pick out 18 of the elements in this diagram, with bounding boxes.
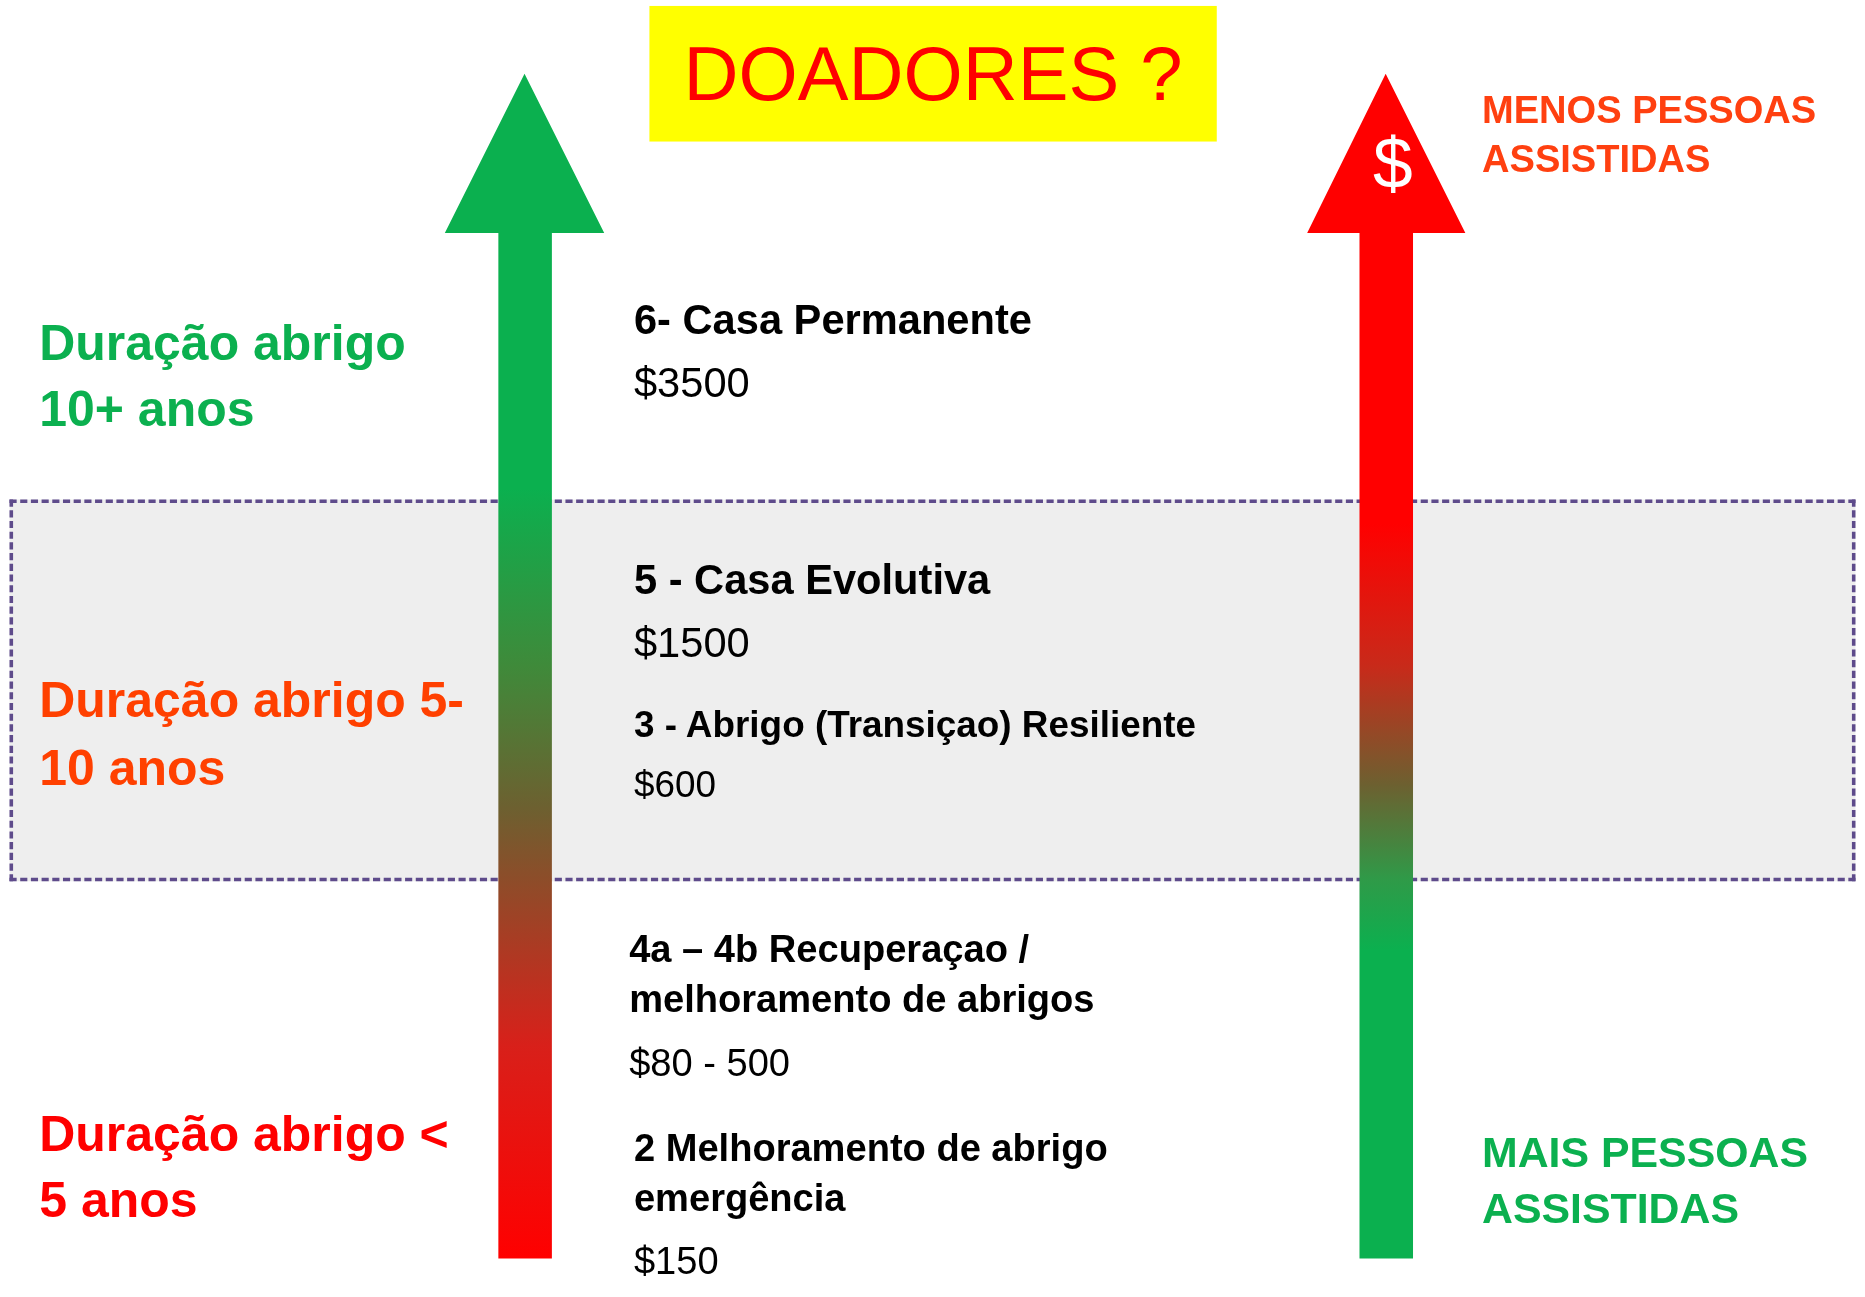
item-title: 5 - Casa Evolutiva [633, 554, 991, 604]
item-title: 4a – 4b Recuperaçao / melhoramento de abrigos [629, 926, 1096, 1023]
item-title: 3 - Abrigo (Transiçao) Resiliente [633, 703, 1197, 748]
cost-note: MENOS PESSOAS ASSISTIDAS [1482, 87, 1818, 183]
duration-label: Duração abrigo 10+ anos [39, 314, 407, 439]
price-label: $600 [633, 762, 716, 808]
price-label: $150 [633, 1238, 719, 1285]
title-banner: DOADORES ? [649, 5, 1217, 142]
price-label: $3500 [633, 358, 750, 408]
price-label: $1500 [633, 617, 750, 667]
duration-label: Duração abrigo < 5 anos [39, 1105, 450, 1229]
dollar-sign: $ [1371, 128, 1414, 200]
duration-label: Duração abrigo 5-10 anos [39, 671, 465, 798]
dashed-band [9, 499, 1856, 882]
item-title: 6- Casa Permanente [633, 295, 1032, 345]
item-title: 2 Melhoramento de abrigo emergência [633, 1125, 1109, 1221]
price-label: $80 - 500 [629, 1040, 791, 1087]
cost-note: MAIS PESSOAS ASSISTIDAS [1482, 1126, 1809, 1234]
